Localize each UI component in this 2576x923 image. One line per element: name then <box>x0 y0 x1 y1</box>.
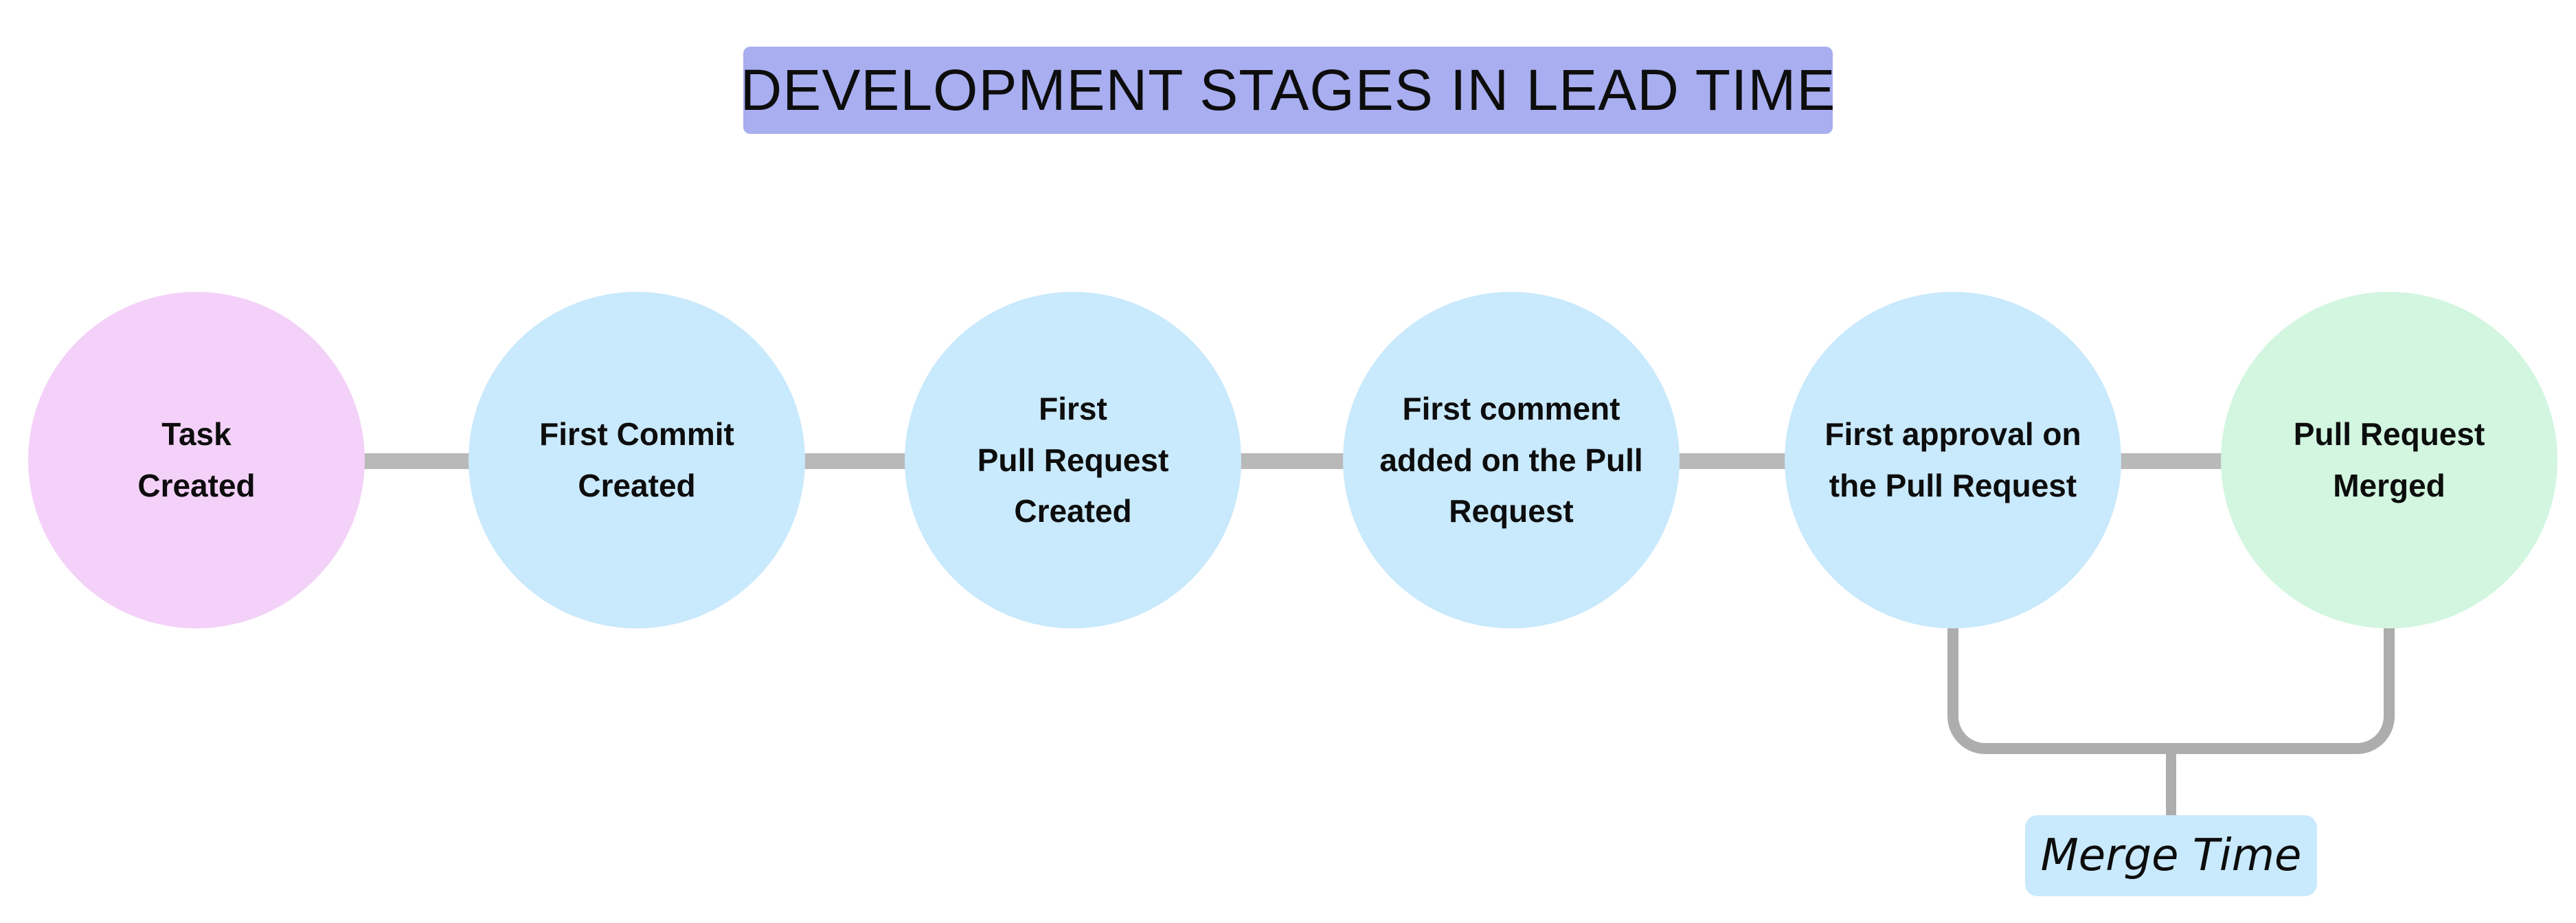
stage-task-created: Task Created <box>28 292 365 628</box>
stage-first-approval: First approval on the Pull Request <box>1785 292 2121 628</box>
stage-first-commit-created: First Commit Created <box>468 292 805 628</box>
connector-pr-to-comment <box>1237 453 1347 469</box>
stage-first-comment-added-label: First comment added on the Pull Request <box>1379 391 1643 529</box>
merge-time-label-text: Merge Time <box>2040 830 2302 881</box>
connector-task-to-commit <box>361 453 473 469</box>
stage-task-created-label: Task Created <box>137 416 256 503</box>
merge-time-bracket <box>1947 624 2395 754</box>
merge-time-label: Merge Time <box>2025 815 2317 896</box>
stage-first-commit-created-label: First Commit Created <box>539 416 734 503</box>
diagram-title: DEVELOPMENT STAGES IN LEAD TIME <box>741 47 1835 134</box>
connector-approval-to-merged <box>2117 453 2225 469</box>
stage-first-pull-request-created-label: First Pull Request Created <box>977 391 1169 529</box>
connector-commit-to-pr <box>801 453 909 469</box>
merge-time-bracket-stem <box>2166 749 2176 817</box>
stage-first-pull-request-created: First Pull Request Created <box>905 292 1241 628</box>
stage-pull-request-merged: Pull Request Merged <box>2221 292 2557 628</box>
stage-first-comment-added: First comment added on the Pull Request <box>1343 292 1680 628</box>
stage-pull-request-merged-label: Pull Request Merged <box>2293 416 2485 503</box>
connector-comment-to-approval <box>1675 453 1789 469</box>
stage-first-approval-label: First approval on the Pull Request <box>1824 416 2081 503</box>
